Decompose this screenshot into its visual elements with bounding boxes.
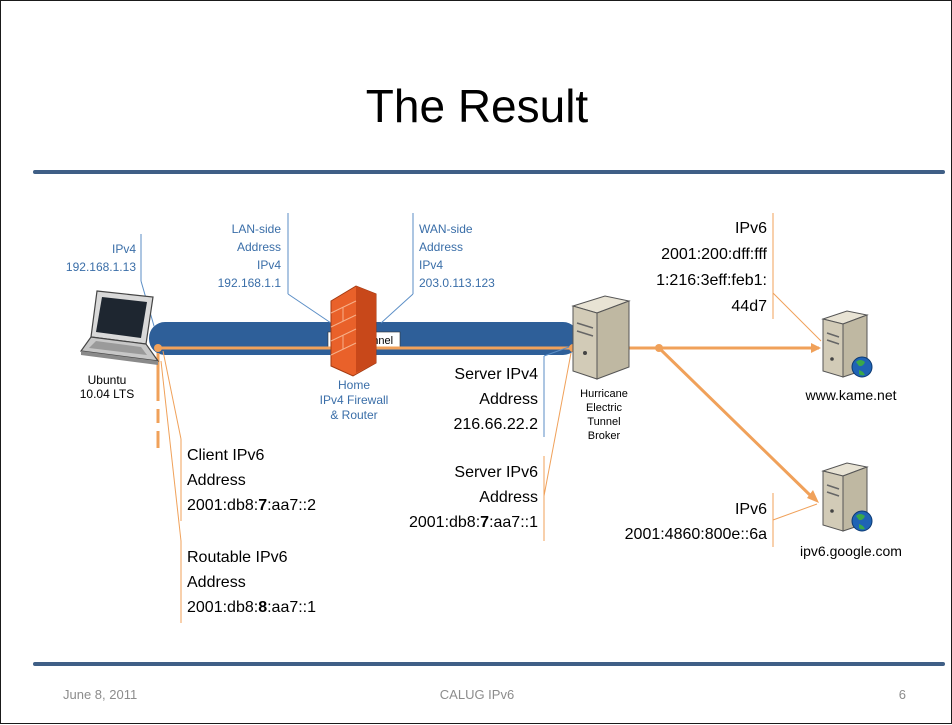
arrowhead-kame	[811, 343, 821, 353]
server-ipv6-address: 2001:db8:7:aa7::1	[409, 514, 538, 531]
brick-firewall-icon	[330, 285, 377, 377]
broker-label: Tunnel	[587, 416, 620, 428]
kame-ipv6-text: 2001:200:dff:fff	[661, 246, 767, 263]
laptop-label: 10.04 LTS	[80, 387, 134, 401]
firewall-label: Home	[338, 378, 370, 392]
google-label: ipv6.google.com	[800, 543, 902, 559]
kame-ipv6-text: IPv6	[735, 220, 767, 237]
client-ipv6-address: 2001:db8:7:aa7::2	[187, 497, 316, 514]
lan-leader	[287, 293, 332, 324]
server-ipv6-text: Server IPv6	[454, 464, 538, 481]
firewall-label: & Router	[330, 408, 377, 422]
web-server-icon	[821, 310, 873, 378]
endpoint-dot	[655, 344, 663, 352]
footer-divider	[33, 662, 945, 666]
server-ipv6-leader	[543, 352, 572, 497]
lan-side-text: 192.168.1.1	[218, 276, 282, 290]
wan-side-text: WAN-side	[419, 222, 473, 236]
footer-date: June 8, 2011	[63, 687, 138, 702]
lan-side-text: LAN-side	[232, 222, 282, 236]
google-ipv6-text: 2001:4860:800e::6a	[625, 526, 767, 543]
arrowhead-google	[807, 490, 819, 503]
footer-title: CALUG IPv6	[439, 687, 515, 702]
laptop-ipv4-text: IPv4	[112, 242, 136, 256]
kame-label: www.kame.net	[804, 387, 896, 403]
endpoint-dot	[154, 344, 162, 352]
broker-label: Electric	[586, 402, 623, 414]
wan-side-text: Address	[419, 240, 463, 254]
laptop-icon	[79, 290, 160, 365]
server-ipv4-text: 216.66.22.2	[453, 416, 538, 433]
google-ipv6-leader	[772, 503, 818, 521]
wan-leader	[380, 293, 414, 324]
kame-ipv6-text: 44d7	[731, 298, 767, 315]
kame-ipv6-leader	[772, 292, 822, 342]
routable-ipv6-leader	[160, 360, 182, 542]
server-ipv4-text: Address	[479, 391, 538, 408]
client-ipv6-text: Client IPv6	[187, 447, 264, 464]
server-ipv6-text: Address	[479, 489, 538, 506]
server-ipv4-text: Server IPv4	[454, 366, 538, 383]
wan-side-text: 203.0.113.123	[419, 276, 495, 290]
firewall-label: IPv4 Firewall	[320, 393, 389, 407]
lan-side-text: Address	[237, 240, 281, 254]
routable-ipv6-text: Routable IPv6	[187, 549, 288, 566]
kame-ipv6-text: 1:216:3eff:feb1:	[656, 272, 767, 289]
routable-ipv6-address: 2001:db8:8:aa7::1	[187, 599, 316, 616]
web-server-icon	[821, 462, 873, 532]
laptop-ipv4-text: 192.168.1.13	[66, 260, 136, 274]
title-divider	[33, 170, 945, 174]
laptop-label: Ubuntu	[88, 373, 127, 387]
routable-ipv6-text: Address	[187, 574, 246, 591]
slide-title: The Result	[365, 80, 589, 132]
client-ipv6-leader	[162, 350, 182, 440]
page-number: 6	[898, 687, 906, 702]
ipv6-link-broker-google	[657, 346, 815, 500]
client-ipv6-text: Address	[187, 472, 246, 489]
wan-side-text: IPv4	[419, 258, 443, 272]
broker-label: Hurricane	[580, 388, 628, 400]
google-ipv6-text: IPv6	[735, 501, 767, 518]
lan-side-text: IPv4	[257, 258, 281, 272]
server-icon	[571, 295, 631, 380]
broker-label: Broker	[588, 430, 621, 442]
server-ipv4-leader	[543, 346, 570, 357]
